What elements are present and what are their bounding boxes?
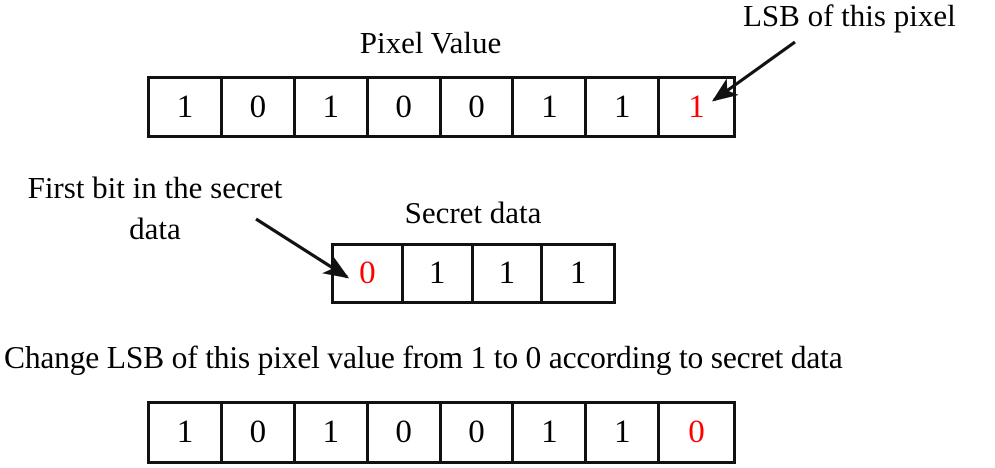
bit-cell: 1 (150, 79, 223, 135)
bit-cell-first: 0 (334, 246, 404, 301)
bit-cell: 0 (368, 79, 442, 135)
pixel-value-title: Pixel Value (359, 25, 502, 60)
pixel-value-bit-table: 1 0 1 0 0 1 1 1 (147, 76, 736, 138)
bit-cell: 0 (441, 404, 515, 461)
bit-cell: 1 (403, 246, 474, 301)
bit-cell: 0 (222, 404, 296, 461)
bit-cell: 0 (441, 79, 515, 135)
bit-cell: 1 (514, 404, 588, 461)
bit-cell: 1 (150, 404, 223, 461)
bit-cell: 0 (222, 79, 296, 135)
secret-data-title: Secret data (404, 195, 542, 230)
change-lsb-caption: Change LSB of this pixel value from 1 to… (4, 339, 843, 375)
bit-cell: 1 (543, 246, 614, 301)
secret-data-bit-table: 0 1 1 1 (331, 243, 616, 304)
lsb-callout-label: LSB of this pixel (743, 0, 956, 33)
bit-cell: 0 (368, 404, 442, 461)
bit-cell: 1 (514, 79, 588, 135)
result-value-bit-table: 1 0 1 0 0 1 1 0 (147, 401, 736, 464)
bit-cell-lsb: 0 (660, 404, 733, 461)
bit-cell: 1 (587, 404, 661, 461)
bit-cell: 1 (295, 404, 369, 461)
bit-cell: 1 (295, 79, 369, 135)
secret-data-callout-label: First bit in the secret data (27, 170, 283, 246)
bit-cell-lsb: 1 (660, 79, 733, 135)
bit-cell: 1 (473, 246, 544, 301)
bit-cell: 1 (587, 79, 661, 135)
